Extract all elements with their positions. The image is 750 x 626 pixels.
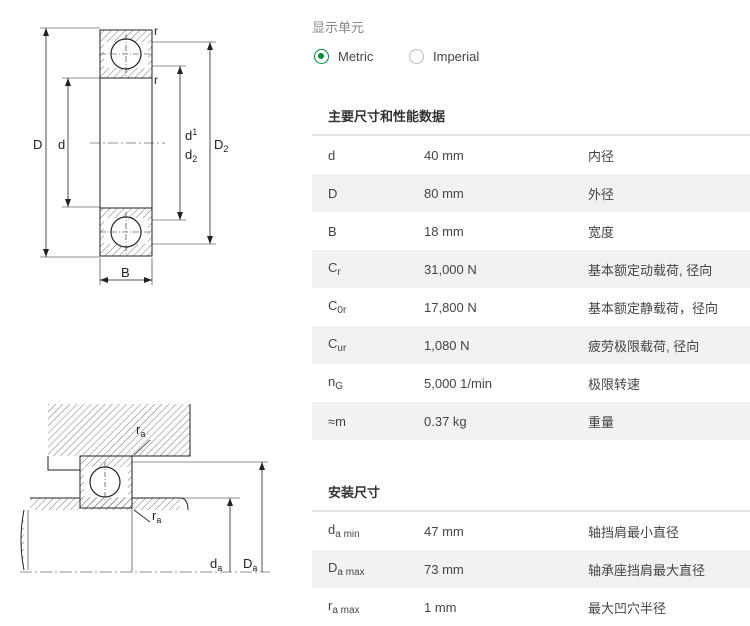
radio-imperial-label: Imperial xyxy=(433,48,480,64)
unit-radio-group: Metric Imperial xyxy=(314,46,734,66)
lower-bearing-section xyxy=(99,207,153,257)
radio-unchecked-icon xyxy=(409,48,424,64)
table-row: Cur 1,080 N 疲劳极限载荷, 径向 xyxy=(312,326,750,364)
label-D: D xyxy=(33,137,42,152)
label-B: B xyxy=(121,265,130,280)
radio-imperial[interactable]: Imperial xyxy=(409,46,479,66)
table-row: ra max 1 mm 最大凹穴半径 xyxy=(312,588,750,626)
label-ra-top: ra xyxy=(136,422,145,439)
label-r-top: r xyxy=(154,24,158,38)
label-d1: d1 xyxy=(185,127,197,143)
value: 1 mm xyxy=(424,599,457,615)
description: 基本额定静载荷，径向 xyxy=(588,300,719,316)
description: 疲劳极限载荷, 径向 xyxy=(588,338,700,354)
table-row: da min 47 mm 轴挡肩最小直径 xyxy=(312,512,750,550)
table-row: C0r 17,800 N 基本额定静载荷，径向 xyxy=(312,288,750,326)
value: 17,800 N xyxy=(424,299,477,315)
symbol: Cur xyxy=(328,336,347,354)
description: 重量 xyxy=(588,414,615,430)
radio-metric-label: Metric xyxy=(338,48,374,64)
label-d2: d2 xyxy=(185,147,197,164)
symbol: C0r xyxy=(328,298,347,316)
description: 轴承座挡肩最大直径 xyxy=(588,562,706,578)
description: 极限转速 xyxy=(588,376,641,392)
mount-dims-title: 安装尺寸 xyxy=(328,485,381,500)
label-r-mid: r xyxy=(154,73,158,87)
value: 73 mm xyxy=(424,561,464,577)
description: 轴挡肩最小直径 xyxy=(588,524,680,540)
label-Da: Da xyxy=(243,556,257,573)
symbol: d xyxy=(328,147,336,163)
value: 80 mm xyxy=(424,185,464,201)
value: 18 mm xyxy=(424,223,464,239)
housing-section xyxy=(47,404,191,471)
label-ra-bottom: ra xyxy=(152,508,161,525)
description: 基本额定动载荷, 径向 xyxy=(588,262,713,278)
value: 1,080 N xyxy=(424,337,470,353)
description: 内径 xyxy=(588,148,615,164)
label-d: d xyxy=(58,137,65,152)
main-dims-table: d 40 mm 内径 D 80 mm 外径 B 18 mm 宽度 Cr 31,000 N 基本额… xyxy=(312,134,750,440)
radio-checked-icon xyxy=(314,48,329,64)
description: 外径 xyxy=(588,186,615,202)
symbol: B xyxy=(328,223,337,239)
value: 5,000 1/min xyxy=(424,375,492,391)
label-da: da xyxy=(210,556,222,573)
value: 31,000 N xyxy=(424,261,477,277)
symbol: Cr xyxy=(328,260,341,278)
table-row: D 80 mm 外径 xyxy=(312,174,750,212)
symbol: da min xyxy=(328,522,360,540)
table-row: Cr 31,000 N 基本额定动载荷, 径向 xyxy=(312,250,750,288)
mounted-bearing xyxy=(79,455,133,509)
symbol: Da max xyxy=(328,560,365,578)
unit-selector-label: 显示单元 xyxy=(312,20,365,35)
table-row: Da max 73 mm 轴承座挡肩最大直径 xyxy=(312,550,750,588)
symbol: ra max xyxy=(328,598,360,616)
table-row: nG 5,000 1/min 极限转速 xyxy=(312,364,750,402)
upper-bearing-section xyxy=(99,29,153,79)
shaft-section xyxy=(20,497,189,571)
main-dims-title: 主要尺寸和性能数据 xyxy=(328,109,446,124)
value: 47 mm xyxy=(424,523,464,539)
table-row: d 40 mm 内径 xyxy=(312,136,750,174)
description: 最大凹穴半径 xyxy=(588,600,667,616)
table-row: B 18 mm 宽度 xyxy=(312,212,750,250)
label-D2: D2 xyxy=(214,137,228,154)
symbol: ≈m xyxy=(328,413,346,429)
radio-metric[interactable]: Metric xyxy=(314,46,373,66)
value: 0.37 kg xyxy=(424,413,467,429)
symbol: D xyxy=(328,185,338,201)
bearing-cross-section-drawing: D d d1 d2 D2 B r r xyxy=(33,24,228,285)
description: 宽度 xyxy=(588,224,615,240)
symbol: nG xyxy=(328,374,344,392)
table-row: ≈m 0.37 kg 重量 xyxy=(312,402,750,440)
value: 40 mm xyxy=(424,147,464,163)
